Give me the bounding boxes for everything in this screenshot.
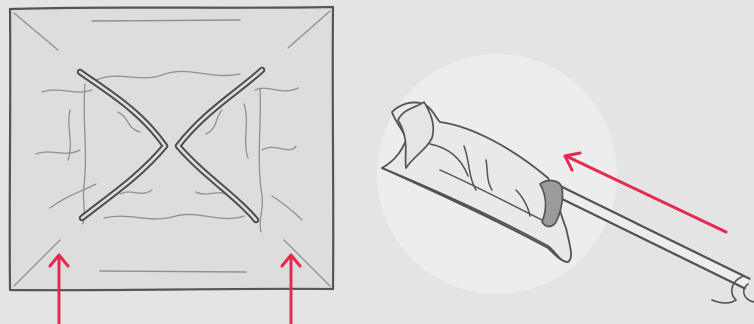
rod: [553, 184, 754, 304]
gauze-tip-flap: [397, 101, 435, 169]
right-arrow: [563, 151, 728, 234]
gauze-cuff-band: [539, 179, 564, 228]
gauze-lower-edge: [381, 167, 569, 263]
x-cut-mark: [76, 66, 266, 224]
insertion-direction-arrow-right: [280, 253, 302, 324]
insertion-direction-arrow-diagonal: [563, 151, 728, 234]
border-lines: [91, 19, 247, 273]
left-arrows: [48, 253, 302, 324]
folded-pad-illustration: [8, 5, 335, 292]
rolled-gauze-illustration: [377, 54, 754, 304]
insertion-direction-arrow-left: [48, 253, 70, 324]
gauze-folds: [429, 143, 543, 221]
corner-creases: [13, 10, 331, 287]
